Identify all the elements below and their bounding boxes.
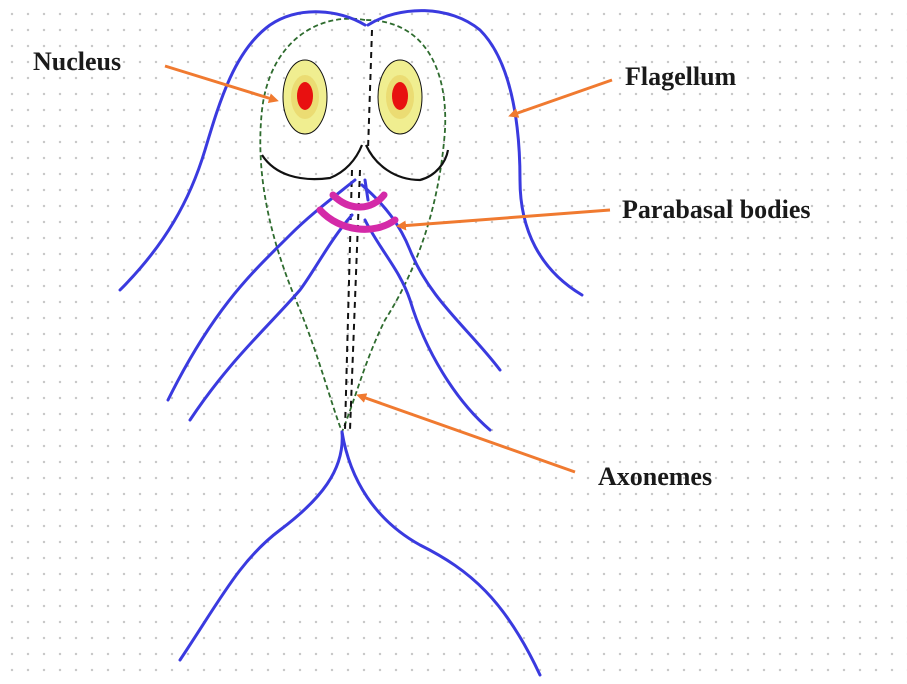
flagella: [120, 11, 582, 675]
label-axonemes: Axonemes: [598, 462, 712, 491]
label-flagellum: Flagellum: [625, 62, 737, 91]
flagellum-caudal-left: [180, 432, 342, 660]
label-parabasal-bodies: Parabasal bodies: [622, 195, 811, 224]
flagellum-anterior-right: [368, 11, 582, 295]
arrow-parabasal: [400, 210, 610, 226]
flagellum-ventral-right-1: [362, 185, 500, 370]
label-nucleus: Nucleus: [33, 47, 121, 76]
nucleus-right: [378, 60, 422, 134]
flagellum-ventral-right-2: [365, 220, 490, 430]
nucleus-left: [283, 60, 327, 134]
ventral-disc: [262, 145, 448, 180]
flagellum-caudal-right: [342, 432, 540, 675]
flagellum-central-stub: [365, 180, 368, 200]
arrow-nucleus: [165, 66, 275, 100]
arrow-flagellum: [512, 80, 612, 115]
ventral-disc-right: [366, 145, 448, 180]
ventral-disc-left: [262, 145, 362, 179]
